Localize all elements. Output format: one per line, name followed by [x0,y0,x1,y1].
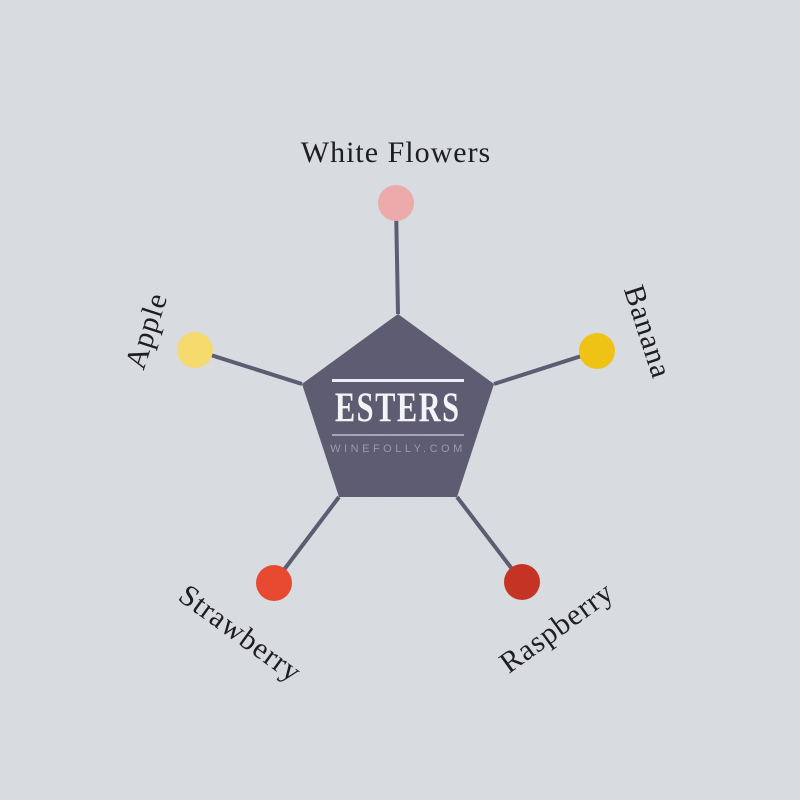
node-dot-raspberry [504,564,540,600]
node-dot-strawberry [256,565,292,601]
node-dot-apple [177,332,213,368]
node-dot-banana [579,333,615,369]
node-dot-white-flowers [378,185,414,221]
title-rule-bottom [332,434,464,436]
title-rule-top [332,379,464,382]
attribution-text: WINEFOLLY.COM [330,443,466,455]
center-title-block: ESTERS WINEFOLLY.COM [330,379,466,455]
diagram-title-text: ESTERS [335,383,461,432]
diagram-title: ESTERS [315,383,480,432]
node-label-white-flowers: White Flowers [300,136,492,169]
